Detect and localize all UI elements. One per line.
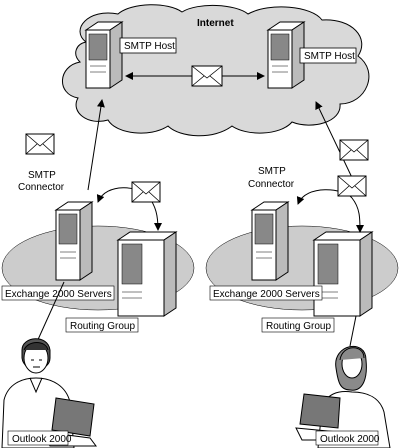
left-smtp-host-label-box [119, 37, 177, 54]
left-client-link [35, 281, 65, 345]
right-client-label-box [315, 430, 379, 446]
right-client-label: Outlook 2000 [320, 434, 380, 445]
internet-label: Internet [197, 18, 234, 29]
envelope-icon [131, 181, 161, 203]
right-server-to-server-link [296, 189, 364, 233]
left-exchange-server-1-icon [54, 201, 94, 281]
left-client-label: Outlook 2000 [12, 434, 72, 445]
left-client-label-box [7, 430, 69, 446]
right-connector-link [315, 101, 357, 187]
left-exchange-server-2-icon [116, 231, 178, 317]
right-servers-label: Exchange 2000 Servers [213, 289, 320, 300]
right-connector-label-box [244, 162, 298, 192]
right-connector-label-line2: Connector [248, 179, 295, 190]
left-connector-link [87, 99, 105, 191]
right-routing-group-label: Routing Group [266, 321, 331, 332]
right-smtp-host-label-box [299, 47, 357, 64]
left-routing-group-label-box [65, 317, 139, 333]
envelope-icon [337, 175, 367, 197]
right-exchange-server-1-icon [250, 201, 290, 281]
left-servers-label-box [1, 285, 115, 301]
right-smtp-host-label: SMTP Host [304, 51, 355, 62]
right-exchange-server-2-icon [312, 231, 374, 317]
left-routing-group-label: Routing Group [70, 321, 135, 332]
left-connector-label-line2: Connector [18, 182, 65, 193]
left-smtp-host-server-icon [84, 21, 124, 89]
right-smtp-host-server-icon [266, 21, 306, 89]
right-connector-label-line1: SMTP [258, 166, 286, 177]
right-routing-group-label-box [261, 317, 335, 333]
envelope-icon [191, 65, 223, 87]
right-client-link [349, 315, 357, 347]
right-servers-label-box [209, 285, 323, 301]
envelope-icon [25, 133, 55, 155]
envelope-icon [339, 139, 369, 161]
left-connector-label-line1: SMTP [28, 170, 56, 181]
left-smtp-host-label: SMTP Host [124, 41, 175, 52]
